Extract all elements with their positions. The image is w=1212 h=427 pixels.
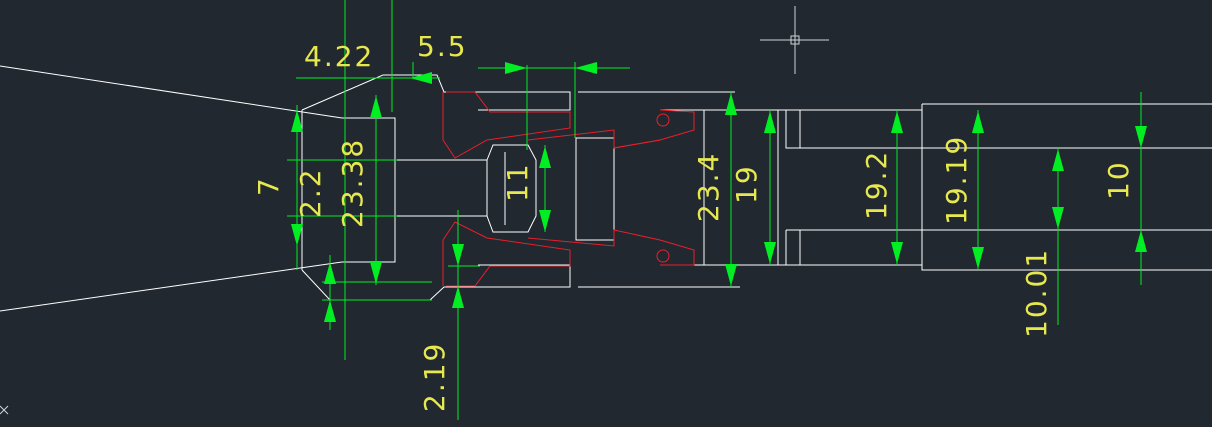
housing-outline [301,74,571,111]
red-part-outline [442,91,695,287]
housing-inner-rect [342,117,396,263]
red-arm-top [527,109,695,149]
dimension-labels: 4.22 5.5 7 2.2 23.38 11 23.4 19 19.2 19.… [252,30,1135,412]
contact-right-shape [575,137,615,241]
block-a-bottom [785,229,801,266]
contact-left-shape [486,144,537,233]
block-a [785,109,801,149]
red-latch-top [442,91,571,159]
red-link-top [613,139,661,149]
dim-2-2[interactable]: 2.2 [294,167,327,218]
pin-bottom-icon [656,249,670,263]
left-taper-top-line [0,65,343,119]
dim-23-38[interactable]: 23.38 [336,138,369,228]
dim-10-01[interactable]: 10.01 [1020,248,1053,338]
red-arm-bottom [527,229,695,266]
pin-top-icon [656,113,670,127]
dim-23-4[interactable]: 23.4 [692,152,725,222]
dim-2-19[interactable]: 2.19 [418,342,451,412]
dim-11[interactable]: 11 [501,162,534,202]
crosshair-cursor-icon [760,6,829,74]
left-taper-bottom-line [0,261,343,312]
red-latch-bottom [442,221,571,287]
dim-19-2[interactable]: 19.2 [860,150,893,220]
white-geometry [0,65,1212,312]
dimension-lines [287,0,1147,420]
dim-10[interactable]: 10 [1102,160,1135,200]
dim-4-22[interactable]: 4.22 [304,40,374,73]
dim-19-19[interactable]: 19.19 [940,135,973,225]
ucs-axis-icon [0,405,9,415]
dim-19[interactable]: 19 [730,164,763,204]
dim-7[interactable]: 7 [252,176,285,196]
block-c [921,104,985,271]
dim-5-5[interactable]: 5.5 [417,30,468,63]
